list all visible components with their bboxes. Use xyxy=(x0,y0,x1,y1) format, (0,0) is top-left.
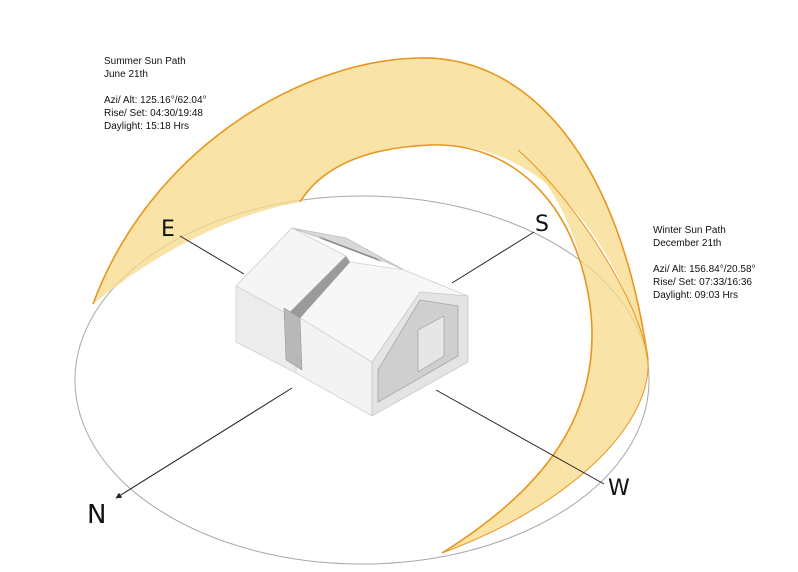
summer-rise-set: Rise/ Set: 04:30/19:48 xyxy=(104,108,203,119)
house-slot-window xyxy=(283,307,303,371)
winter-azi-alt: Azi/ Alt: 156.84°/20.58° xyxy=(653,264,756,275)
house-skylight xyxy=(288,256,350,318)
summer-sun-path-note: Summer Sun Path June 21th Azi/ Alt: 125.… xyxy=(104,55,207,133)
winter-rise-set: Rise/ Set: 07:33/16:36 xyxy=(653,277,752,288)
axis-south xyxy=(451,231,535,284)
compass-west-label: W xyxy=(608,476,630,501)
compass-east-label: E xyxy=(161,217,175,242)
house-ridge-vent xyxy=(318,236,382,262)
house xyxy=(235,227,469,417)
winter-daylight: Daylight: 09:03 Hrs xyxy=(653,290,739,301)
compass-north-label: N xyxy=(87,500,107,530)
summer-title: Summer Sun Path xyxy=(104,56,186,67)
compass-south-label: S xyxy=(535,212,549,237)
house-interior-door xyxy=(417,315,445,373)
axis-east xyxy=(179,235,245,275)
axis-west xyxy=(435,389,605,485)
sun-path-band xyxy=(93,57,648,361)
winter-arc-outer xyxy=(441,149,649,554)
ground-ellipse xyxy=(74,195,650,565)
winter-path-band xyxy=(442,150,649,553)
winter-title: Winter Sun Path xyxy=(653,225,726,236)
summer-arc xyxy=(92,57,649,361)
winter-date: December 21th xyxy=(653,238,722,249)
summer-azi-alt: Azi/ Alt: 125.16°/62.04° xyxy=(104,95,207,106)
summer-daylight: Daylight: 15:18 Hrs xyxy=(104,121,190,132)
winter-arc xyxy=(299,144,593,554)
axis-north xyxy=(115,387,293,499)
winter-sun-path-note: Winter Sun Path December 21th Azi/ Alt: … xyxy=(653,224,756,302)
summer-date: June 21th xyxy=(104,69,148,80)
